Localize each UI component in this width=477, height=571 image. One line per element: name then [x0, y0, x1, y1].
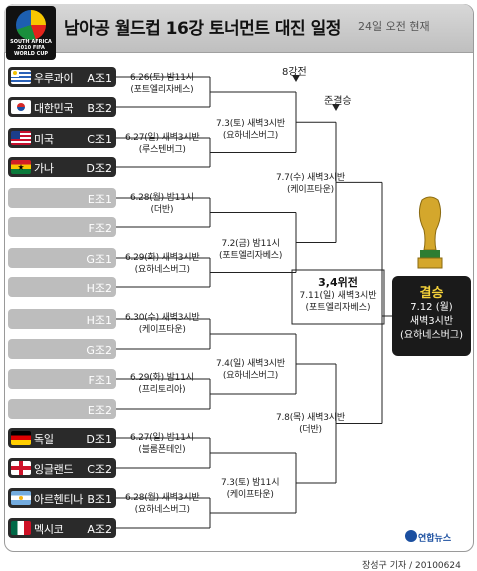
- round-of-16-match: 6.28(월) 밤11시(더반): [130, 193, 194, 215]
- team-name: 대한민국: [34, 102, 74, 115]
- quarterfinal-label: 8강전: [282, 67, 307, 78]
- final-date: 7.12 (월): [410, 302, 453, 313]
- agency-label: 연합뉴스: [418, 534, 452, 544]
- team-row: E조1: [8, 188, 116, 208]
- third-place-venue: (포트엘리자베스): [305, 303, 371, 313]
- germany-flag-icon: [11, 431, 31, 445]
- third-place-outline: [291, 269, 385, 325]
- team-row: F조1: [8, 369, 116, 389]
- team-name: 우루과이: [34, 72, 74, 85]
- team-row: H조1: [8, 309, 116, 329]
- team-row: 가나 D조2: [8, 157, 116, 177]
- team-group: E조2: [87, 404, 112, 417]
- team-name: 멕시코: [34, 523, 64, 536]
- yonhap-logo-icon: [405, 530, 417, 542]
- team-group: B조2: [87, 102, 112, 115]
- team-row: G조1: [8, 248, 116, 268]
- team-group: H조2: [86, 282, 112, 295]
- team-name: 잉글랜드: [34, 463, 74, 476]
- final-box: 결승 7.12 (월) 새벽3시반 (요하네스버그): [392, 276, 471, 356]
- team-row: H조2: [8, 277, 116, 297]
- quarterfinal-match: 7.2(금) 밤11시(포트엘리자베스): [219, 239, 283, 261]
- team-group: A조1: [87, 72, 112, 85]
- team-name: 아르헨티나: [34, 493, 84, 506]
- team-row: 우루과이 A조1: [8, 67, 116, 87]
- argentina-flag-icon: [11, 491, 31, 505]
- quarterfinal-match: 7.4(일) 새벽3시반(요하네스버그): [216, 359, 285, 381]
- third-place-date: 7.11(일) 새벽3시반: [299, 291, 377, 301]
- round-of-16-match: 6.29(화) 밤11시(프리토리아): [130, 373, 194, 395]
- third-place-box: 3,4위전 7.11(일) 새벽3시반 (포트엘리자베스): [294, 274, 382, 320]
- semifinal-match: 7.8(목) 새벽3시반(더반): [276, 413, 345, 435]
- team-group: B조1: [87, 493, 112, 506]
- page-title: 남아공 월드컵 16강 토너먼트 대진 일정: [64, 19, 341, 39]
- team-name: 가나: [34, 162, 54, 175]
- team-row: E조2: [8, 399, 116, 419]
- pointer-arrow: [292, 75, 300, 82]
- round-of-16-match: 6.29(화) 새벽3시반(요하네스버그): [125, 253, 200, 275]
- ghana-flag-icon: [11, 160, 31, 174]
- team-row: 잉글랜드 C조2: [8, 458, 116, 478]
- third-place-title: 3,4위전: [318, 276, 358, 289]
- team-row: 미국 C조1: [8, 128, 116, 148]
- mexico-flag-icon: [11, 521, 31, 535]
- team-name: 독일: [34, 433, 54, 446]
- team-group: E조1: [87, 193, 112, 206]
- team-row: 대한민국 B조2: [8, 97, 116, 117]
- team-name: 미국: [34, 133, 54, 146]
- header-bar: [4, 4, 473, 53]
- trophy-icon: [417, 196, 443, 269]
- round-of-16-match: 6.28(월) 새벽3시반(요하네스버그): [125, 493, 200, 515]
- team-group: F조1: [88, 374, 112, 387]
- semifinal-match: 7.7(수) 새벽3시반(케이프타운): [276, 173, 345, 195]
- round-of-16-match: 6.30(수) 새벽3시반(케이프타운): [125, 313, 200, 335]
- usa-flag-icon: [11, 131, 31, 145]
- semifinal-label: 준결승: [324, 96, 352, 107]
- team-row: 멕시코 A조2: [8, 518, 116, 538]
- team-group: D조2: [86, 162, 112, 175]
- team-group: C조1: [87, 133, 112, 146]
- team-group: C조2: [87, 463, 112, 476]
- team-group: G조2: [86, 344, 112, 357]
- team-group: A조2: [87, 523, 112, 536]
- final-venue: (요하네스버그): [399, 330, 463, 341]
- team-row: G조2: [8, 339, 116, 359]
- round-of-16-match: 6.27(일) 밤11시(블룸폰테인): [130, 433, 194, 455]
- round-of-16-match: 6.26(토) 밤11시(포트엘리자베스): [130, 73, 194, 95]
- final-time: 새벽3시반: [409, 316, 454, 327]
- uruguay-flag-icon: [11, 70, 31, 84]
- korea-flag-icon: [11, 100, 31, 114]
- england-flag-icon: [11, 461, 31, 475]
- world-cup-logo-icon: SOUTH AFRICA 2010 FIFA WORLD CUP: [6, 6, 56, 60]
- quarterfinal-match: 7.3(토) 밤11시(케이프타운): [221, 478, 280, 500]
- quarterfinal-match: 7.3(토) 새벽3시반(요하네스버그): [216, 119, 285, 141]
- team-group: G조1: [86, 253, 112, 266]
- final-title: 결승: [419, 286, 444, 301]
- team-group: F조2: [88, 222, 112, 235]
- pointer-arrow: [332, 104, 340, 111]
- team-group: D조1: [86, 433, 112, 446]
- round-of-16-match: 6.27(일) 새벽3시반(루스텐버그): [125, 133, 200, 155]
- team-row: F조2: [8, 217, 116, 237]
- team-row: 독일 D조1: [8, 428, 116, 448]
- credit-label: 장성구 기자 / 20100624: [362, 561, 461, 571]
- team-group: H조1: [86, 314, 112, 327]
- as-of-label: 24일 오전 현재: [358, 20, 430, 33]
